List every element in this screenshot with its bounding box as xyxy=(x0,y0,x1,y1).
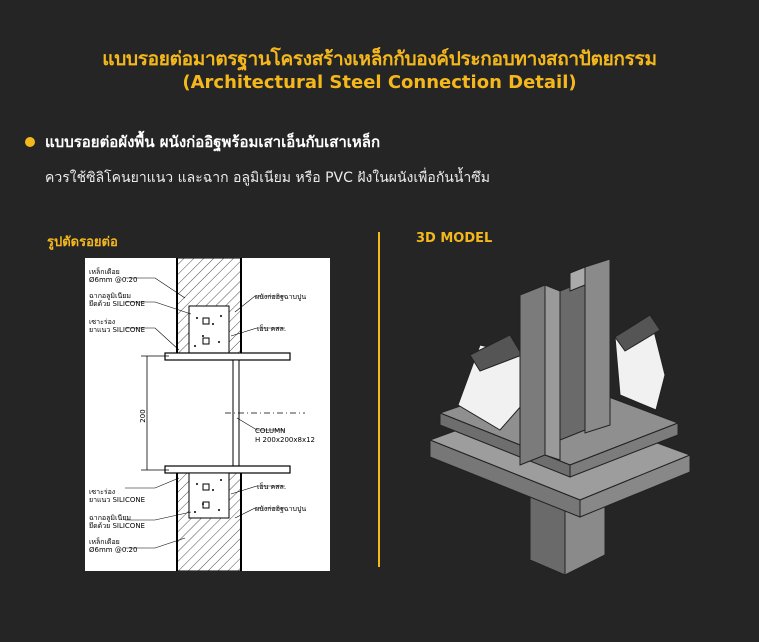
label-wall-top: ผนังก่ออิฐฉาบปูน xyxy=(255,293,306,301)
3d-model-illustration xyxy=(410,255,710,595)
dimension-text: 200 xyxy=(139,409,147,422)
label-tie-column-top: เอ็น คสล. xyxy=(257,324,286,333)
section-heading: แบบรอยต่อผังพื้น ผนังก่ออิฐพร้อมเสาเอ็นก… xyxy=(45,133,381,151)
column-flange-bottom xyxy=(164,465,291,474)
label-groove-bottom-1: เซาะร่อง xyxy=(89,488,115,496)
3d-model-svg xyxy=(428,258,692,576)
label-alu-top-2: ยึดด้วย SILICONE xyxy=(89,299,145,308)
label-rebar-bottom-2: Ø6mm @0.20 xyxy=(89,546,137,554)
dimension-line xyxy=(141,355,169,471)
title-english: (Architectural Steel Connection Detail) xyxy=(182,72,577,93)
label-rebar-bottom-1: เหล็กเดือย xyxy=(89,537,120,546)
title-thai: แบบรอยต่อมาตรฐานโครงสร้างเหล็กกับองค์ประ… xyxy=(102,48,657,70)
upper-wall xyxy=(176,257,242,354)
label-alu-bottom-1: ฉากอลูมิเนียม xyxy=(89,514,131,522)
column-flange-top xyxy=(164,352,291,361)
lower-wall xyxy=(176,472,242,572)
label-alu-top-1: ฉากอลูมิเนียม xyxy=(89,292,131,300)
label-wall-bottom: ผนังก่ออิฐฉาบปูน xyxy=(255,505,306,513)
label-column-size: H 200x200x8x12 xyxy=(255,436,315,444)
label-column: COLUMN xyxy=(255,427,285,435)
label-tie-column-bottom: เอ็น คสล. xyxy=(257,482,286,491)
label-groove-top-1: เซาะร่อง xyxy=(89,318,115,326)
label-groove-top-2: ยาแนว SILICONE xyxy=(89,326,145,334)
label-rebar-top-2: Ø6mm @0.20 xyxy=(89,276,137,284)
panel-divider xyxy=(378,232,380,567)
3d-model-label: 3D MODEL xyxy=(416,231,493,246)
section-cut-svg: 200 เหล็กเดือย Ø6mm @0.20 ฉากอลูมิเนียม … xyxy=(89,257,315,572)
bullet-dot-icon xyxy=(25,137,35,147)
section-cut-drawing: 200 เหล็กเดือย Ø6mm @0.20 ฉากอลูมิเนียม … xyxy=(85,257,330,572)
label-groove-bottom-2: ยาแนว SILICONE xyxy=(89,496,145,504)
section-description: ควรใช้ซิลิโคนยาแนว และฉาก อลูมิเนียม หรื… xyxy=(45,170,491,186)
label-rebar-top-1: เหล็กเดือย xyxy=(89,267,120,276)
label-alu-bottom-2: ยึดด้วย SILICONE xyxy=(89,521,145,530)
section-cut-label: รูปตัดรอยต่อ xyxy=(47,235,118,250)
